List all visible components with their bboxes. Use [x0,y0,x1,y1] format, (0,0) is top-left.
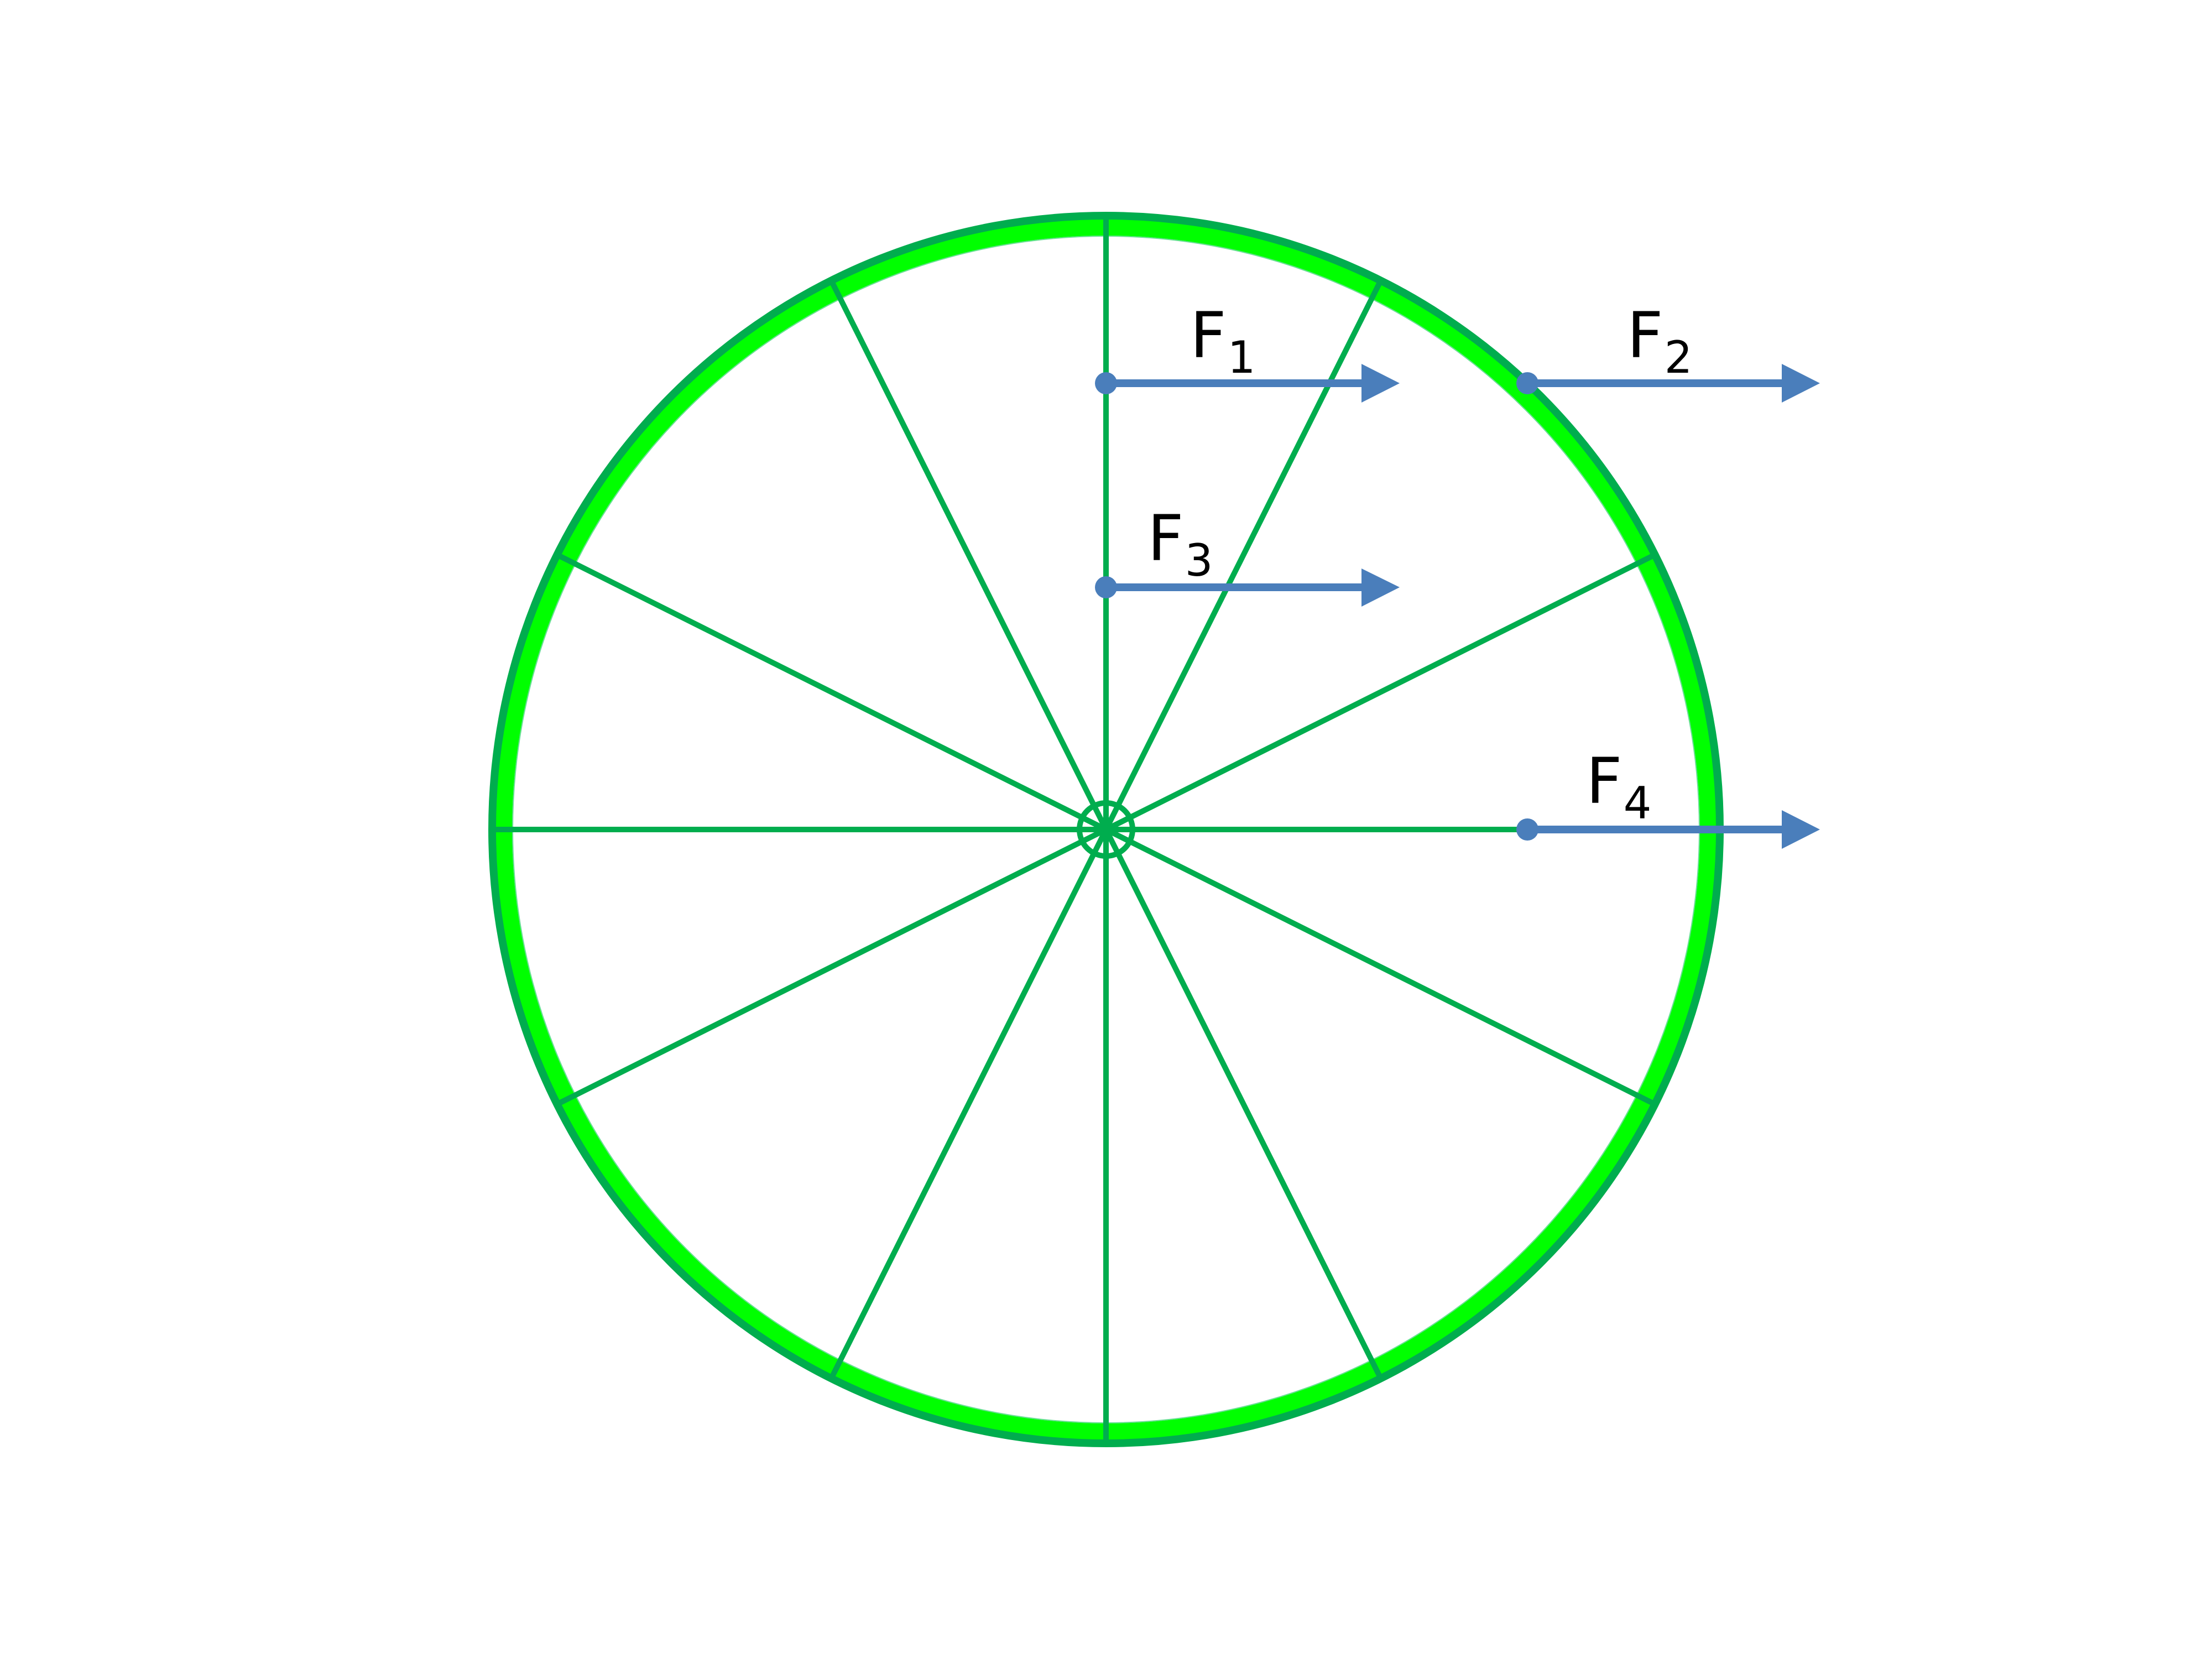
application-point [1516,372,1538,394]
arrowhead-icon [1361,568,1400,607]
force-label-f4: F4 [1586,744,1651,829]
force-f2 [1516,364,1820,403]
force-f3 [1095,568,1400,607]
application-point [1095,372,1117,394]
arrowhead-icon [1782,364,1820,403]
force-label-f3: F3 [1147,502,1213,586]
spoke-shallow-neg [553,551,1659,1108]
application-point [1095,576,1117,598]
wheel-hub [1077,800,1135,859]
arrowhead-icon [1782,810,1820,849]
force-f1 [1095,364,1400,403]
force-label-f2: F2 [1627,299,1692,383]
force-label-f1: F1 [1190,299,1255,383]
arrowhead-icon [1361,364,1400,403]
application-point [1516,818,1538,841]
force-f4 [1516,810,1820,849]
